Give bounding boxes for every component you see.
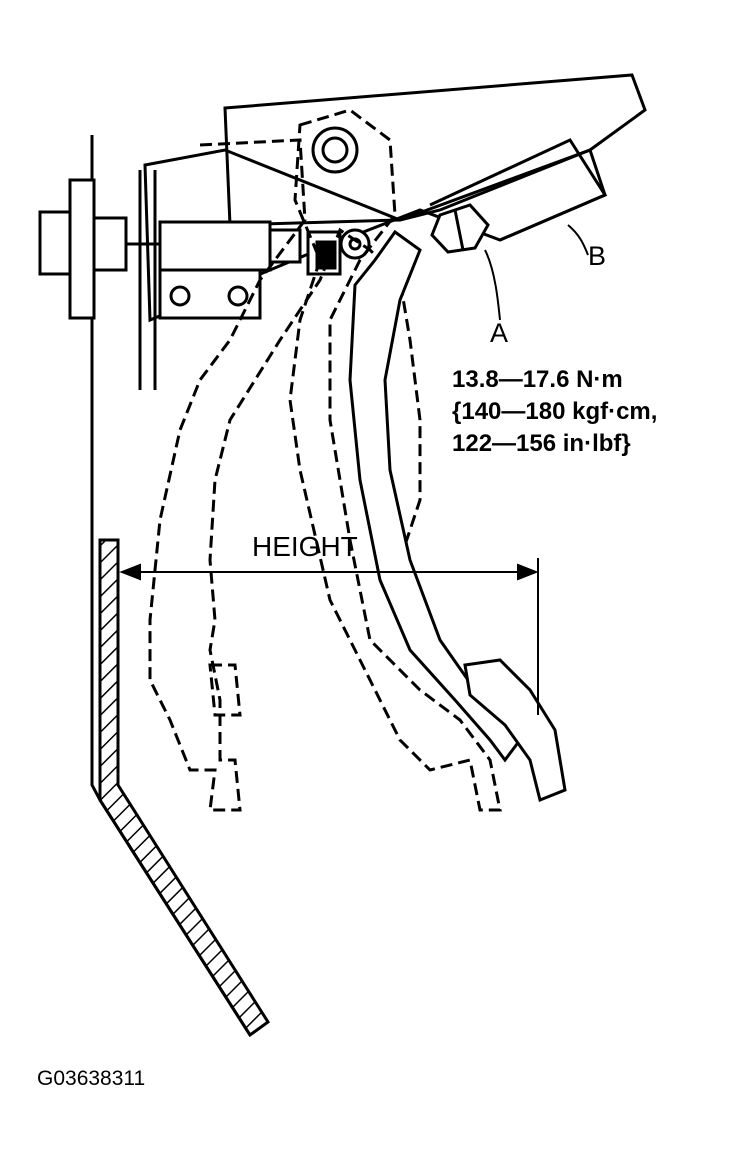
figure-id: G03638311	[37, 1067, 146, 1090]
torque-spec-metric: 13.8—17.6 N·m	[452, 366, 623, 393]
firewall-panel	[90, 135, 271, 1038]
height-dimension	[119, 558, 539, 715]
torque-spec-inlbf: 122—156 in·lbf}	[452, 430, 631, 457]
callout-a: A	[490, 318, 509, 348]
pedal-dashed-positions	[148, 108, 502, 812]
pedal-arm	[348, 229, 567, 803]
height-label: HEIGHT	[252, 531, 358, 562]
callout-b: B	[588, 241, 607, 271]
callout-leaders	[484, 224, 589, 321]
pivot-bolt	[311, 126, 359, 174]
switch-bracket	[429, 138, 608, 242]
booster-stub	[38, 178, 160, 320]
switch-locknut	[430, 203, 490, 254]
torque-spec-kgf: {140—180 kgf·cm,	[452, 398, 658, 425]
